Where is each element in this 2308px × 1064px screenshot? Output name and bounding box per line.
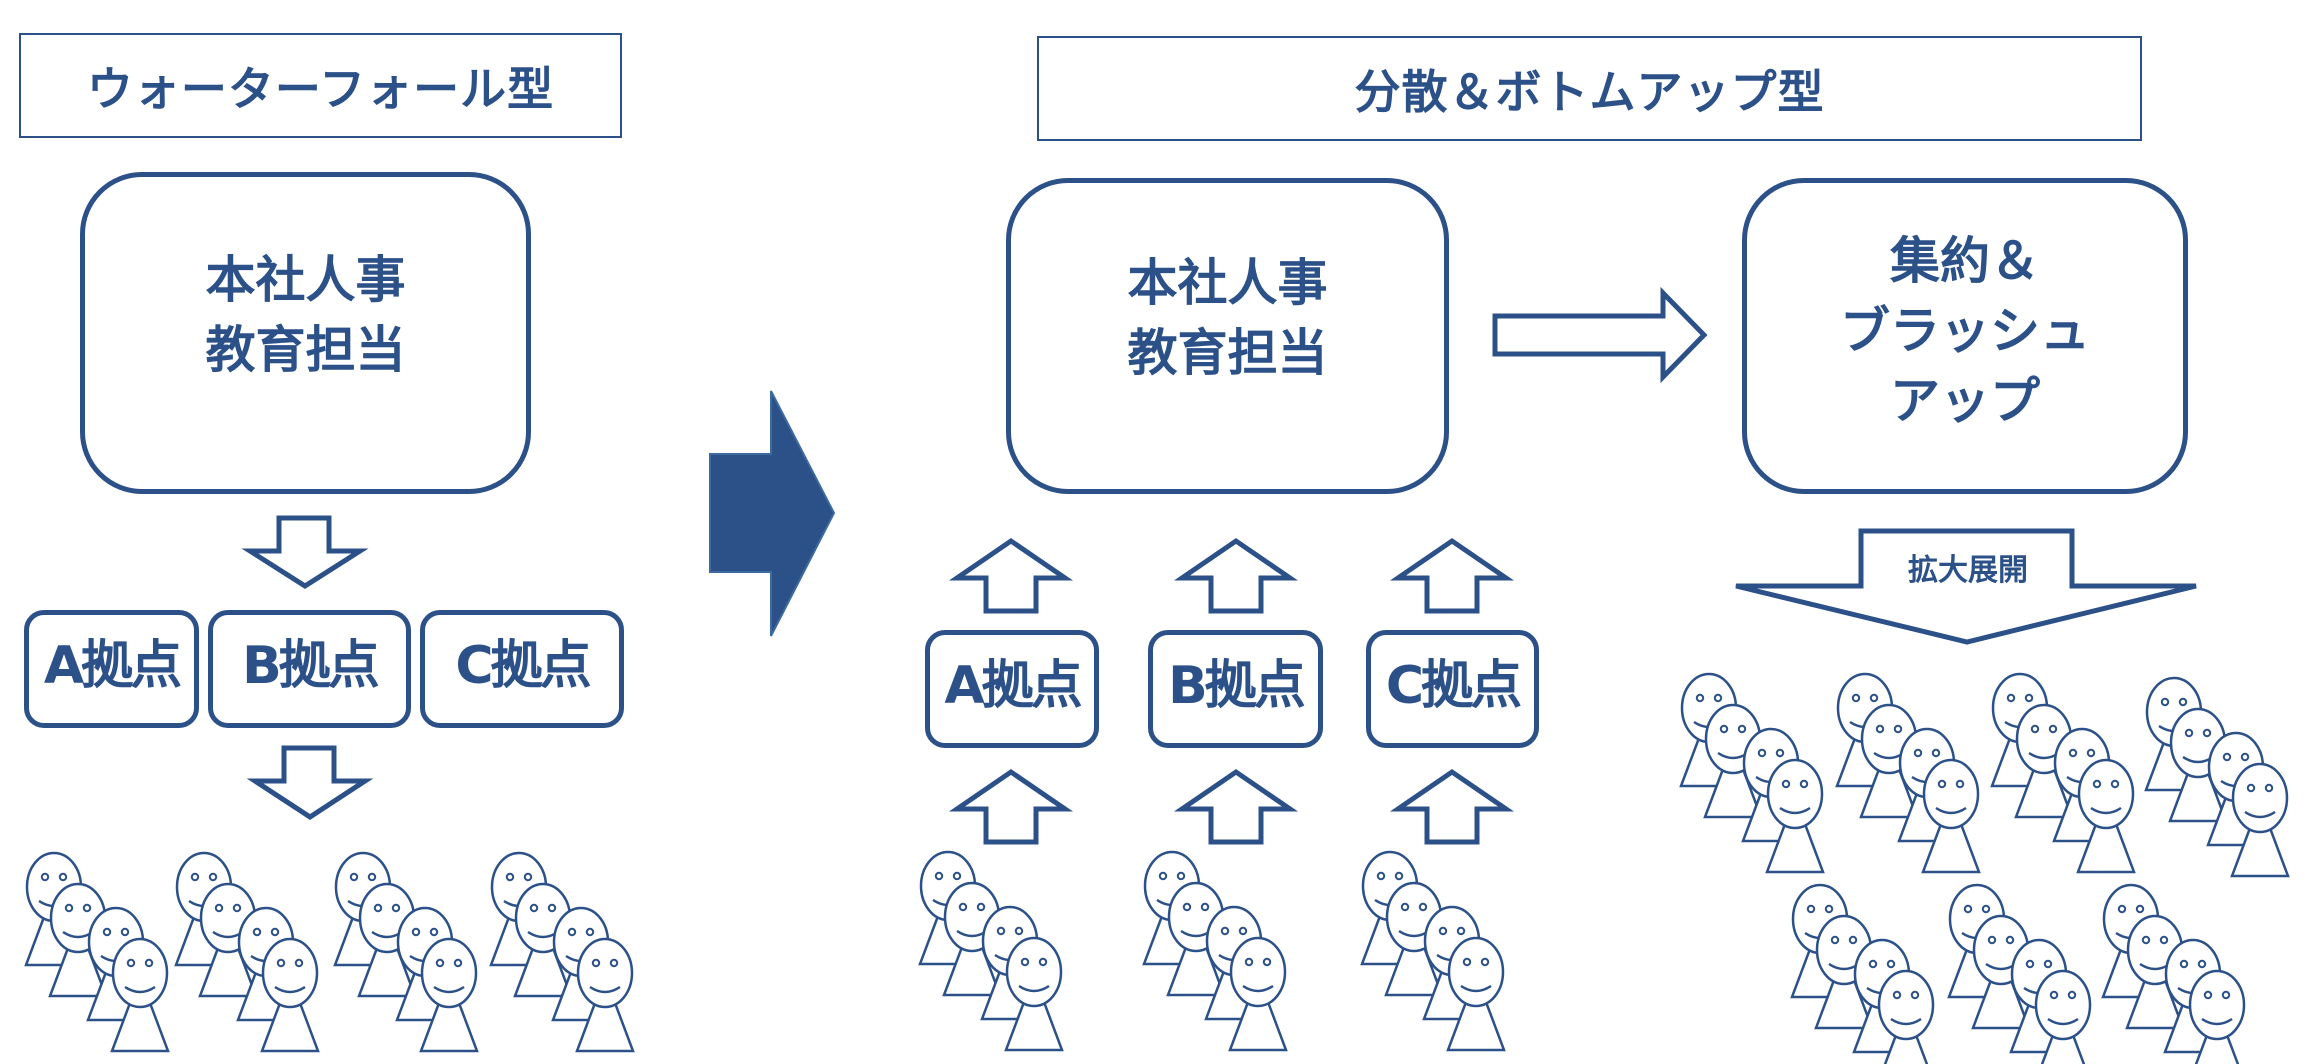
bottomup-title: 分散＆ボトムアップ型 bbox=[1037, 36, 2142, 141]
person-icon bbox=[2076, 758, 2136, 874]
transition-arrow-icon bbox=[709, 390, 836, 637]
person-icon bbox=[1877, 969, 1935, 1064]
person-icon bbox=[1921, 758, 1981, 874]
consolidate-box: 集約＆ ブラッシュ アップ bbox=[1742, 178, 2188, 494]
arrow-up-icon bbox=[1173, 768, 1299, 845]
waterfall-site-b: B拠点 bbox=[208, 610, 411, 728]
person-icon bbox=[419, 937, 479, 1053]
person-icon bbox=[575, 937, 635, 1053]
person-icon bbox=[260, 937, 320, 1053]
site-label: B拠点 bbox=[242, 636, 380, 696]
bottomup-site-a: A拠点 bbox=[925, 630, 1099, 748]
waterfall-hq-box: 本社人事 教育担当 bbox=[80, 172, 531, 494]
waterfall-site-a: A拠点 bbox=[24, 610, 199, 728]
person-icon bbox=[2230, 762, 2290, 878]
site-label: A拠点 bbox=[944, 656, 1082, 716]
site-label: C拠点 bbox=[1385, 656, 1522, 716]
site-label: A拠点 bbox=[43, 636, 182, 696]
site-label: C拠点 bbox=[455, 636, 591, 696]
arrow-up-icon bbox=[1389, 537, 1515, 614]
person-icon bbox=[110, 937, 170, 1053]
consolidate-line2: ブラッシュ bbox=[1840, 302, 2090, 360]
arrow-right-icon bbox=[1492, 286, 1708, 384]
person-icon bbox=[1228, 936, 1288, 1052]
site-label: B拠点 bbox=[1168, 656, 1306, 716]
person-icon bbox=[1446, 936, 1506, 1052]
person-icon bbox=[2034, 969, 2092, 1064]
waterfall-site-c: C拠点 bbox=[420, 610, 624, 728]
waterfall-hq-line1: 本社人事 bbox=[205, 251, 406, 309]
arrow-up-icon bbox=[948, 768, 1074, 845]
arrow-down-icon bbox=[246, 745, 374, 820]
person-icon bbox=[2188, 969, 2246, 1064]
consolidate-line3: アップ bbox=[1890, 372, 2040, 430]
arrow-up-icon bbox=[1389, 768, 1515, 845]
waterfall-title-text: ウォーターフォール型 bbox=[86, 61, 555, 116]
waterfall-title: ウォーターフォール型 bbox=[19, 33, 622, 138]
bottomup-hq-box: 本社人事 教育担当 bbox=[1006, 178, 1449, 494]
arrow-down-icon bbox=[241, 515, 369, 589]
bottomup-site-b: B拠点 bbox=[1148, 630, 1323, 748]
bottomup-hq-line2: 教育担当 bbox=[1127, 324, 1328, 382]
expand-arrow-icon bbox=[1735, 528, 2197, 645]
expand-label: 拡大展開 bbox=[1908, 553, 2028, 588]
bottomup-title-text: 分散＆ボトムアップ型 bbox=[1354, 64, 1825, 119]
person-icon bbox=[1004, 936, 1064, 1052]
person-icon bbox=[1765, 758, 1825, 874]
waterfall-hq-line2: 教育担当 bbox=[205, 321, 406, 379]
arrow-up-icon bbox=[948, 537, 1074, 614]
bottomup-site-c: C拠点 bbox=[1366, 630, 1539, 748]
arrow-up-icon bbox=[1173, 537, 1299, 614]
bottomup-hq-line1: 本社人事 bbox=[1127, 254, 1328, 312]
consolidate-line1: 集約＆ bbox=[1890, 232, 2040, 290]
